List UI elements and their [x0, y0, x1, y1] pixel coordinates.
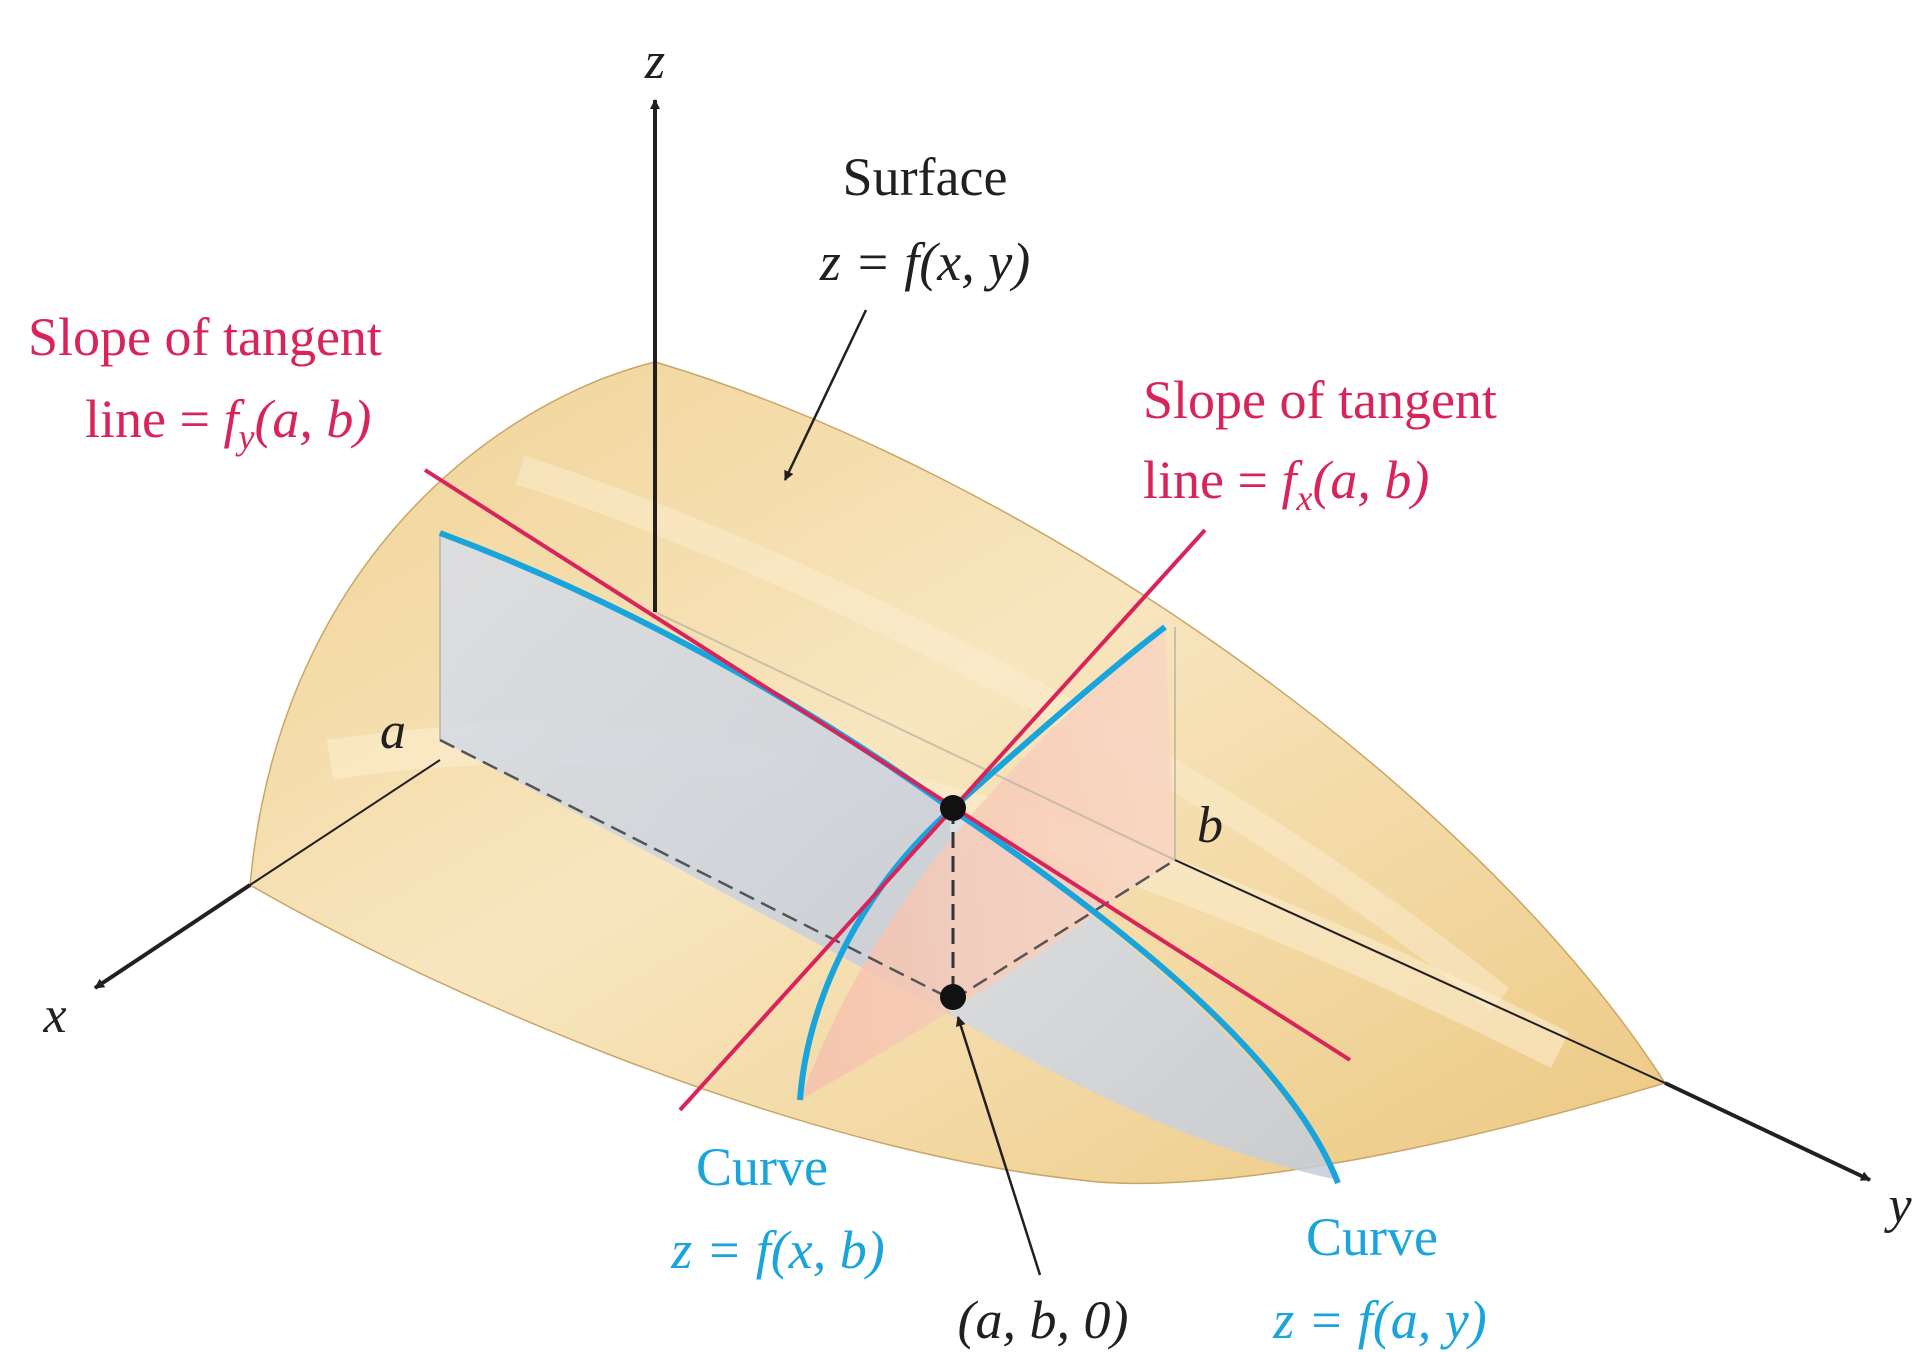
tangent-fx-prefix: line =	[1143, 450, 1281, 510]
tangent-fy-args: (a, b)	[254, 389, 371, 449]
curve-ay-equation: z = f(a, y)	[1272, 1290, 1486, 1350]
curve-xb-equation: z = f(x, b)	[670, 1220, 884, 1280]
plane-y-equals-b	[440, 533, 950, 1015]
tangent-fy-sub: y	[235, 417, 254, 457]
x-axis-inner	[249, 759, 441, 886]
surface-shape	[249, 361, 1667, 1185]
y-axis-inner	[1174, 859, 1666, 1084]
point-a-b-0-label: (a, b, 0)	[958, 1290, 1129, 1350]
dashed-line-y-equals-b	[952, 858, 1176, 1002]
tangent-fx-args: (a, b)	[1312, 450, 1429, 510]
tangent-fx-sub: x	[1295, 478, 1312, 518]
x-axis-label: x	[42, 987, 66, 1044]
x-axis	[93, 883, 252, 990]
tangent-line-fx	[678, 528, 1207, 1112]
surface-equation: z = f(x, y)	[819, 232, 1030, 292]
tangent-line-fy	[423, 468, 1352, 1062]
y-axis	[1664, 1081, 1871, 1182]
point-leader-arrow	[955, 1016, 1042, 1276]
surface-shading-band	[515, 455, 1510, 1012]
tangent-fy-prefix: line =	[85, 389, 223, 449]
curve-ay-title: Curve	[1306, 1207, 1438, 1267]
surface-leader-arrow	[783, 309, 868, 481]
tick-a-label: a	[380, 703, 406, 760]
z-axis-label: z	[644, 33, 665, 90]
tick-b-label: b	[1197, 797, 1223, 854]
y-axis-label: y	[1883, 1177, 1912, 1234]
surface-title: Surface	[843, 147, 1008, 207]
point-a-b-0	[940, 984, 966, 1010]
plane-x-equals-a	[800, 627, 1175, 1100]
tangent-fx-line1: Slope of tangent	[1143, 370, 1497, 430]
tangent-fy-line2: line = fy(a, b)	[85, 389, 371, 457]
curve-xb-title: Curve	[696, 1137, 828, 1197]
tangent-fx-line2: line = fx(a, b)	[1143, 450, 1429, 518]
point-on-surface	[940, 795, 966, 821]
tangent-fy-line1: Slope of tangent	[28, 307, 382, 367]
